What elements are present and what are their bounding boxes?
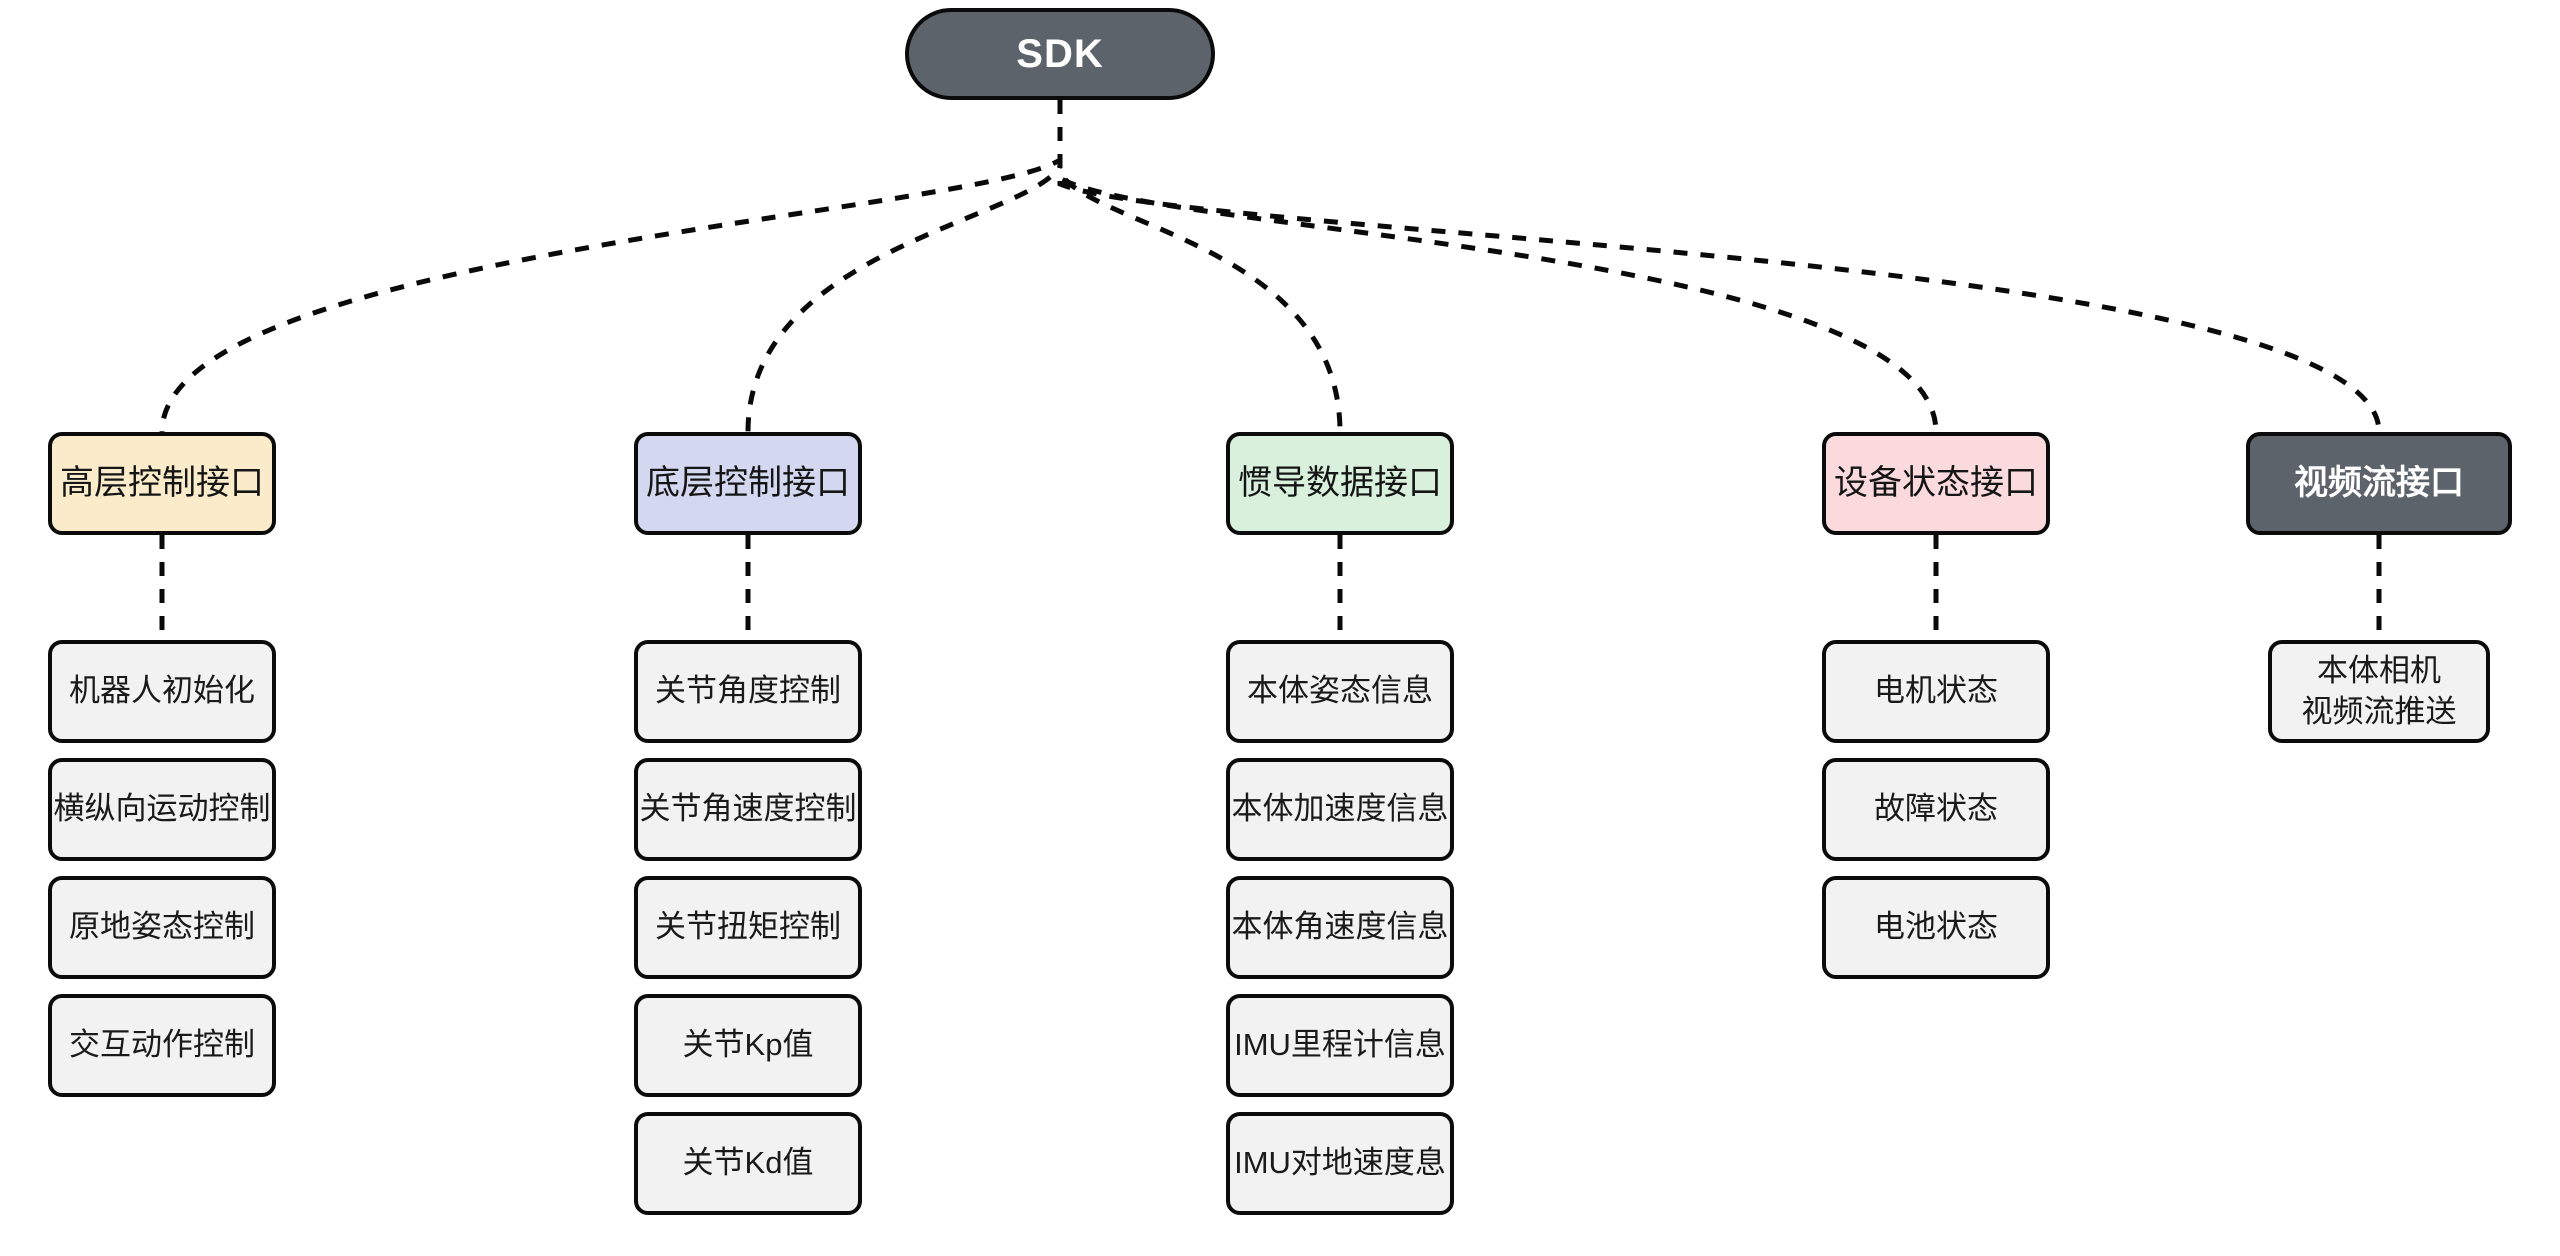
leaf-node-line: 故障状态 [1874,791,1998,827]
leaf-node-label: 本体相机视频流推送 [2302,651,2457,733]
leaf-node-1-2[interactable]: 关节扭矩控制 [634,876,862,979]
leaf-node-1-3[interactable]: 关节Kp值 [634,994,862,1097]
leaf-node-line: 交互动作控制 [69,1027,255,1063]
edge-root-to-category-3 [1057,100,1939,433]
leaf-node-line: 关节角速度控制 [639,791,857,827]
leaf-node-2-1[interactable]: 本体加速度信息 [1226,758,1454,861]
category-node-label: 惯导数据接口 [1238,464,1442,503]
leaf-node-label: 原地姿态控制 [69,907,255,948]
leaf-node-line: IMU对地速度息 [1234,1145,1446,1181]
leaf-node-line: 本体姿态信息 [1247,673,1433,709]
leaf-node-1-0[interactable]: 关节角度控制 [634,640,862,743]
leaf-node-line: 本体加速度信息 [1231,791,1449,827]
category-node-3[interactable]: 设备状态接口 [1822,432,2050,535]
leaf-node-1-1[interactable]: 关节角速度控制 [634,758,862,861]
leaf-node-0-1[interactable]: 横纵向运动控制 [48,758,276,861]
category-node-label: 高层控制接口 [60,464,264,503]
leaf-node-label: 机器人初始化 [69,671,255,712]
leaf-node-0-2[interactable]: 原地姿态控制 [48,876,276,979]
root-node-label: SDK [1016,31,1104,76]
leaf-node-line: IMU里程计信息 [1234,1027,1446,1063]
leaf-node-label: 横纵向运动控制 [54,789,271,830]
leaf-node-label: 交互动作控制 [69,1025,255,1066]
leaf-node-3-0[interactable]: 电机状态 [1822,640,2050,743]
leaf-node-label: 关节Kp值 [683,1025,814,1066]
leaf-node-line: 横纵向运动控制 [53,791,271,827]
leaf-node-2-2[interactable]: 本体角速度信息 [1226,876,1454,979]
leaf-node-line: 本体角速度信息 [1231,909,1449,945]
leaf-node-label: 关节Kd值 [683,1143,814,1184]
edge-root-to-category-2 [1057,100,1343,433]
category-node-2[interactable]: 惯导数据接口 [1226,432,1454,535]
category-node-label: 设备状态接口 [1834,464,2038,503]
leaf-node-line: 电机状态 [1874,673,1998,709]
leaf-node-label: 电池状态 [1874,907,1998,948]
leaf-node-line: 原地姿态控制 [69,909,255,945]
leaf-node-label: IMU里程计信息 [1234,1025,1446,1066]
leaf-node-3-2[interactable]: 电池状态 [1822,876,2050,979]
leaf-node-label: 故障状态 [1874,789,1998,830]
leaf-node-line: 视频流推送 [2301,693,2457,729]
leaf-node-label: 关节角度控制 [655,671,841,712]
leaf-node-label: IMU对地速度息 [1234,1143,1446,1184]
category-node-4[interactable]: 视频流接口 [2246,432,2512,535]
edge-root-to-category-4 [1057,100,2382,433]
leaf-node-2-4[interactable]: IMU对地速度息 [1226,1112,1454,1215]
category-node-label: 底层控制接口 [646,464,850,503]
leaf-node-label: 本体角速度信息 [1232,907,1449,948]
leaf-node-label: 关节角速度控制 [640,789,857,830]
edge-root-to-category-1 [745,100,1063,433]
leaf-node-line: 关节角度控制 [655,673,841,709]
leaf-node-line: 本体相机 [2317,652,2441,688]
leaf-node-0-0[interactable]: 机器人初始化 [48,640,276,743]
leaf-node-label: 电机状态 [1874,671,1998,712]
leaf-node-line: 关节扭矩控制 [655,909,841,945]
leaf-node-4-0[interactable]: 本体相机视频流推送 [2268,640,2490,743]
leaf-node-2-3[interactable]: IMU里程计信息 [1226,994,1454,1097]
leaf-node-label: 本体加速度信息 [1232,789,1449,830]
root-node-sdk[interactable]: SDK [905,8,1215,100]
leaf-node-0-3[interactable]: 交互动作控制 [48,994,276,1097]
category-node-label: 视频流接口 [2294,464,2464,503]
leaf-node-1-4[interactable]: 关节Kd值 [634,1112,862,1215]
category-node-1[interactable]: 底层控制接口 [634,432,862,535]
leaf-node-line: 机器人初始化 [69,673,255,709]
edge-root-to-category-0 [159,100,1063,433]
leaf-node-label: 本体姿态信息 [1247,671,1433,712]
leaf-node-2-0[interactable]: 本体姿态信息 [1226,640,1454,743]
leaf-node-line: 关节Kd值 [682,1145,814,1181]
category-node-0[interactable]: 高层控制接口 [48,432,276,535]
leaf-node-3-1[interactable]: 故障状态 [1822,758,2050,861]
leaf-node-line: 电池状态 [1874,909,1998,945]
leaf-node-label: 关节扭矩控制 [655,907,841,948]
leaf-node-line: 关节Kp值 [682,1027,814,1063]
